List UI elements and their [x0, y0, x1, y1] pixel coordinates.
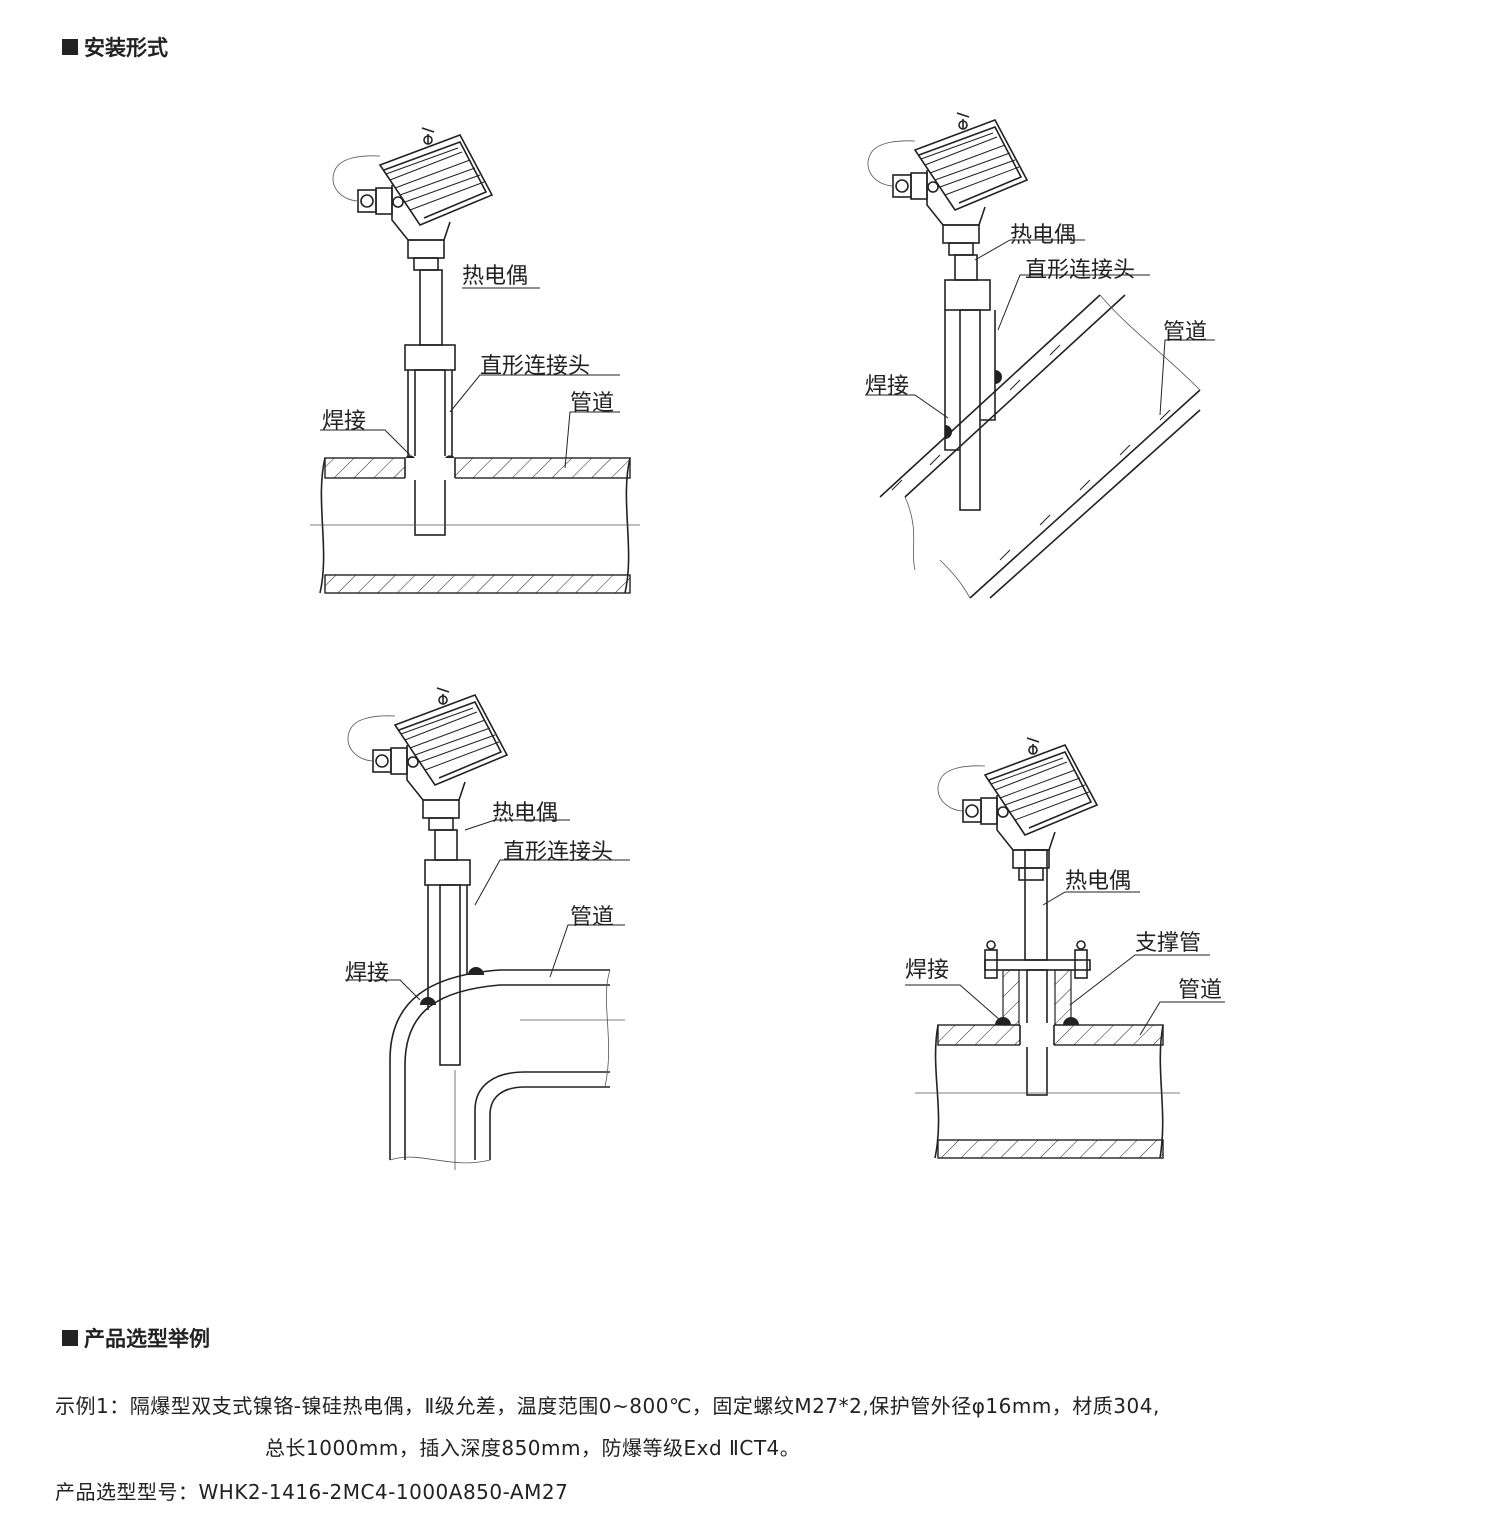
label-straight-connector: 直形连接头 — [480, 354, 591, 379]
label-pipe: 管道 — [1178, 978, 1223, 1003]
install-title-text: 安装形式 — [84, 36, 168, 60]
selection-section-title: 产品选型举例 — [62, 1323, 210, 1353]
label-pipe: 管道 — [1163, 320, 1208, 345]
diagram-inclined-pipe — [865, 112, 1215, 599]
label-weld: 焊接 — [905, 958, 950, 983]
label-pipe: 管道 — [570, 391, 615, 416]
model-number: 产品选型型号：WHK2-1416-2MC4-1000A850-AM27 — [55, 1480, 569, 1504]
label-thermocouple: 热电偶 — [492, 801, 559, 826]
square-bullet-icon — [62, 1330, 78, 1346]
label-pipe: 管道 — [570, 905, 615, 930]
label-straight-connector: 直形连接头 — [1025, 258, 1136, 283]
selection-title-text: 产品选型举例 — [84, 1327, 210, 1351]
label-thermocouple: 热电偶 — [462, 264, 529, 289]
label-weld: 焊接 — [865, 374, 910, 399]
example-line-1: 示例1：隔爆型双支式镍铬-镍硅热电偶，Ⅱ级允差，温度范围0~800℃，固定螺纹M… — [55, 1394, 1160, 1418]
diagram-elbow-pipe — [345, 687, 630, 1170]
label-weld: 焊接 — [322, 409, 367, 434]
diagram-support-tube — [905, 737, 1225, 1159]
square-bullet-icon — [62, 39, 78, 55]
label-weld: 焊接 — [345, 961, 390, 986]
diagram-horizontal-pipe — [310, 127, 640, 594]
label-straight-connector: 直形连接头 — [503, 840, 614, 865]
example-line-2: 总长1000mm，插入深度850mm，防爆等级Exd ⅡCT4。 — [265, 1436, 801, 1460]
install-section-title: 安装形式 — [62, 32, 168, 62]
label-support-tube: 支撑管 — [1135, 931, 1202, 956]
label-thermocouple: 热电偶 — [1065, 869, 1132, 894]
label-thermocouple: 热电偶 — [1010, 223, 1077, 248]
